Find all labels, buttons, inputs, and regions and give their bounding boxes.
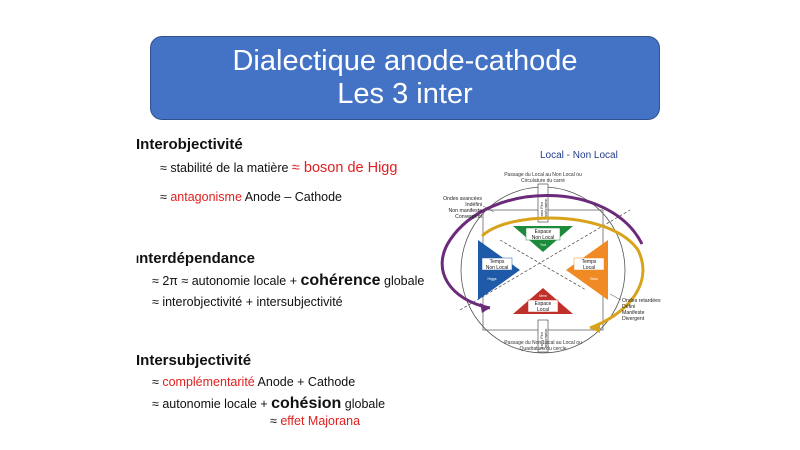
heading-interobjectivite: Interobjectivité (136, 136, 243, 153)
line-text: globale (341, 397, 386, 411)
line-text: Anode + Cathode (254, 375, 356, 389)
purple-flow-arc (440, 194, 644, 310)
gold-flow-arc (480, 216, 645, 330)
quadrant-right-sub: Beta (590, 277, 597, 281)
line-stabilite: ≈ stabilité de la matière ≈ boson de Hig… (160, 160, 397, 176)
purple-arrowhead (480, 303, 490, 313)
bottom-bar-label-2: Transformation (544, 328, 548, 350)
bottom-caption-2: Quadrature du cercle (520, 346, 567, 352)
quadrant-left-label-box (481, 257, 513, 271)
left-note-1: Ondes avancées (443, 196, 482, 202)
quadrant-top-label-box (525, 227, 561, 241)
quadrant-left-sub: Higgs (488, 277, 497, 281)
left-note-2: Indéfini (465, 202, 482, 208)
top-bar-label-2: Transformation (544, 198, 548, 220)
right-note-4: Divergent (622, 316, 645, 322)
line-antagonisme: ≈ antagonisme Anode – Cathode (160, 190, 342, 204)
bottom-transfini-bar (537, 319, 549, 353)
title-banner: Dialectique anode-cathode Les 3 inter (150, 36, 660, 120)
quadrant-left-label-1: Temps (490, 259, 505, 265)
quadrant-bottom-label-1: Espace (535, 301, 552, 307)
quadrant-top-sub: Yod (540, 243, 546, 247)
line-text: ≈ autonomie locale + (152, 397, 272, 411)
line-text: ≈ (160, 190, 171, 204)
bottom-caption-1: Passage du Non Local au Local ou (504, 340, 582, 346)
right-note-2: Défini (622, 304, 635, 310)
line-interobj-intersubj: ≈ interobjectivité + intersubjectivité (152, 295, 343, 309)
gold-arrowhead (590, 322, 600, 333)
bottom-bar-label-1: Trans Fini (539, 332, 544, 350)
line-complementarite: ≈ complémentarité Anode + Cathode (152, 375, 355, 389)
line-text: ≈ (270, 414, 281, 428)
highlight-antagonisme: antagonisme (170, 190, 242, 204)
line-majorana: ≈ effet Majorana (270, 414, 360, 428)
emphasis-coherence: cohérence (300, 272, 381, 289)
quadrant-bottom-sub: Mem (539, 294, 547, 298)
top-caption-1: Passage du Local au Non Local ou (504, 172, 582, 178)
line-text: ≈ interobjectivité + intersubjectivité (152, 295, 343, 309)
title-line-1: Dialectique anode-cathode (232, 45, 578, 77)
right-note-3: Manifeste (622, 310, 645, 316)
top-bar-label-1: Trans Fini (539, 202, 544, 220)
heading-initial: I (136, 254, 140, 266)
line-autonomie-cohesion: ≈ autonomie locale + cohésion globale (152, 395, 385, 413)
quadrant-left-label-2: Non Local (486, 265, 509, 271)
line-text: ≈ 2π ≈ autonomie locale + (152, 274, 301, 288)
diagonal-axis-2 (499, 239, 587, 291)
left-note-3: Non manifeste (449, 208, 483, 214)
highlight-boson: ≈ boson de Higg (291, 160, 398, 176)
line-text: globale (380, 274, 425, 288)
quadrant-top-label-2: Non Local (532, 235, 555, 241)
quadrant-right-label-2: Local (583, 265, 595, 271)
line-text: ≈ stabilité de la matière (160, 161, 292, 175)
line-text: Anode – Cathode (241, 190, 343, 204)
emphasis-cohesion: cohésion (271, 395, 342, 412)
heading-rest: nterdépendance (139, 250, 255, 267)
line-autonomie-coherence: ≈ 2π ≈ autonomie locale + cohérence glob… (152, 272, 424, 290)
heading-intersubjectivite: Intersubjectivité (136, 352, 252, 369)
top-transfini-bar (537, 183, 549, 223)
line-text: ≈ (152, 375, 163, 389)
right-note-leader (609, 293, 622, 301)
quadrant-bottom-label-2: Local (537, 307, 549, 313)
highlight-complementarite: complémentarité (162, 375, 255, 389)
top-caption-2: Circulature du carré (521, 178, 565, 184)
heading-interdependance: Interdépendance (136, 250, 255, 267)
local-nonlocal-diagram: Local - Non Local Passage du Local au No… (410, 140, 790, 360)
left-note-leader (482, 205, 495, 213)
right-note-1: Ondes retardées (622, 298, 661, 304)
left-note-4: Convergent (455, 214, 482, 220)
title-line-2: Les 3 inter (337, 78, 473, 110)
quadrant-top-label-1: Espace (535, 229, 552, 235)
quadrant-bottom-label-box (527, 299, 559, 313)
quadrant-right-label-1: Temps (582, 259, 597, 265)
highlight-majorana: effet Majorana (280, 414, 361, 428)
quadrant-right-label-box (573, 257, 605, 271)
diagram-title: Local - Non Local (540, 150, 618, 161)
diagonal-axis (459, 209, 631, 311)
